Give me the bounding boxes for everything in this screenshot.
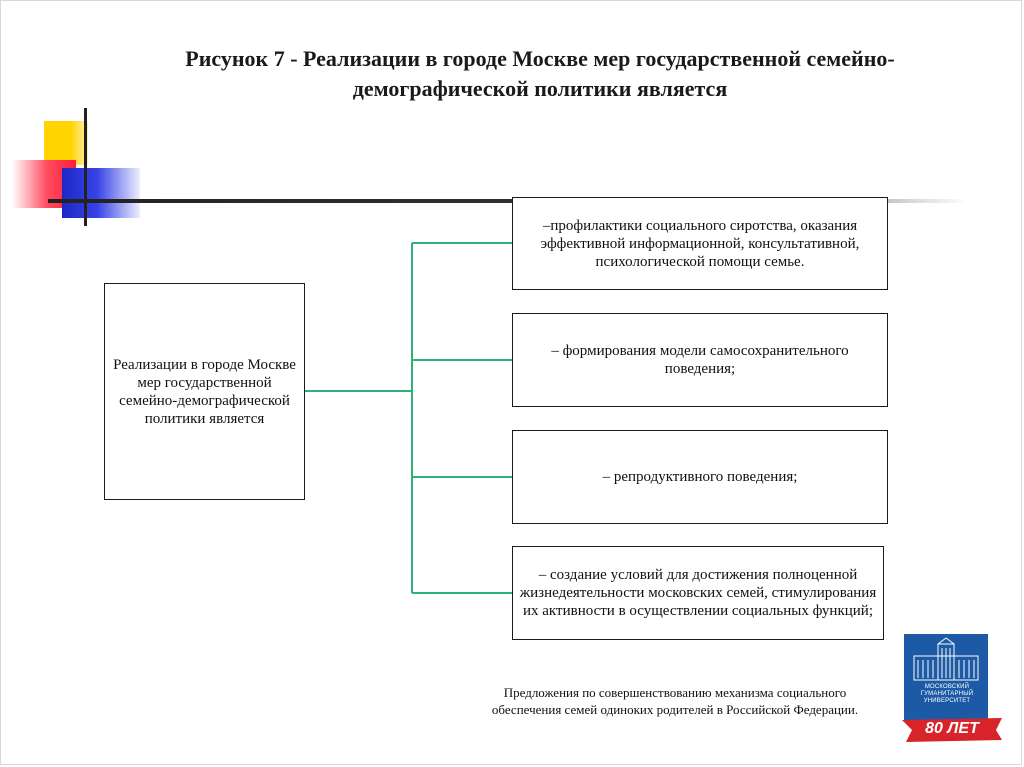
logo-badge: 80 ЛЕТ [902,718,1002,740]
root-box-text: Реализации в городе Москве мер государст… [111,356,298,428]
item-box-2-text: – формирования модели самосохранительног… [519,342,881,378]
item-box-1-text: –профилактики социального сиротства, ока… [519,217,881,271]
item-box-1: –профилактики социального сиротства, ока… [512,197,888,290]
item-box-3: – репродуктивного поведения; [512,430,888,524]
title-line-1: Рисунок 7 - Реализации в городе Москве м… [100,44,980,74]
building-icon [904,634,988,684]
logo-panel: МОСКОВСКИЙ ГУМАНИТАРНЫЙ УНИВЕРСИТЕТ [904,634,988,722]
decor-vertical-line [84,108,87,226]
item-box-3-text: – репродуктивного поведения; [603,468,798,486]
item-box-4-text: – создание условий для достижения полноц… [519,566,877,620]
item-box-4: – создание условий для достижения полноц… [512,546,884,640]
footer-line-1: Предложения по совершенствованию механиз… [460,684,890,701]
root-box: Реализации в городе Москве мер государст… [104,283,305,500]
university-logo: МОСКОВСКИЙ ГУМАНИТАРНЫЙ УНИВЕРСИТЕТ 80 Л… [902,634,1002,742]
title-line-2: демографической политики является [100,74,980,104]
footer-line-2: обеспечения семей одиноких родителей в Р… [460,701,890,718]
slide-title: Рисунок 7 - Реализации в городе Москве м… [100,44,980,104]
item-box-2: – формирования модели самосохранительног… [512,313,888,407]
footer-caption: Предложения по совершенствованию механиз… [460,684,890,718]
logo-text: МОСКОВСКИЙ ГУМАНИТАРНЫЙ УНИВЕРСИТЕТ [908,684,986,705]
decor-blue-square [62,168,140,218]
decor-yellow-square [44,121,88,165]
